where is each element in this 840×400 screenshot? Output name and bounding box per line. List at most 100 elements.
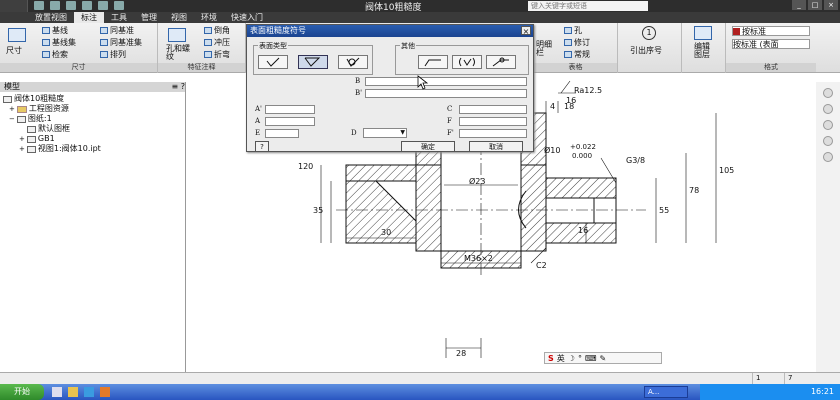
minimize-button[interactable]: _ — [792, 0, 806, 10]
save-icon[interactable] — [66, 1, 76, 10]
ordinate-button[interactable]: 同基准 — [100, 25, 134, 36]
dim-30: 30 — [381, 228, 391, 237]
help-button[interactable]: ? — [255, 141, 269, 152]
media-icon[interactable] — [100, 387, 110, 397]
tab-tools[interactable]: 工具 — [111, 13, 127, 22]
bend-button[interactable]: 折弯 — [204, 49, 230, 60]
surface-type-group: 表面类型 — [253, 41, 373, 75]
steering-wheel-icon[interactable] — [823, 88, 833, 98]
tab-annotate[interactable]: 标注 — [74, 12, 104, 23]
cancel-button[interactable]: 取消 — [469, 141, 523, 152]
folder-icon[interactable] — [68, 387, 78, 397]
retrieve-button[interactable]: 检索 — [42, 49, 68, 60]
tree-item-view1[interactable]: +视图1:阀体10.ipt — [19, 144, 101, 153]
layer-dropdown[interactable]: 按标准 (表面 — [732, 39, 810, 49]
new-icon[interactable] — [34, 1, 44, 10]
field-c-input[interactable] — [459, 105, 527, 114]
expand-icon[interactable]: + — [19, 135, 25, 143]
dim-105: 105 — [719, 166, 734, 175]
model-browser-title[interactable]: 模型 — [4, 82, 20, 91]
ime-toolbar[interactable]: S 英 ☽ ° ⌨ ✎ — [544, 352, 662, 364]
leader-button[interactable] — [418, 55, 448, 69]
wrench-icon[interactable]: ✎ — [599, 353, 607, 363]
field-a-prime-label: A' — [255, 105, 262, 113]
chamfer-button[interactable]: 倒角 — [204, 25, 230, 36]
style-dropdown[interactable]: 按标准 — [732, 26, 810, 36]
collapse-icon[interactable]: − — [9, 115, 15, 123]
basic-surface-button[interactable] — [258, 55, 288, 69]
arrange-button[interactable]: 排列 — [100, 49, 126, 60]
orbit-icon[interactable] — [823, 136, 833, 146]
window-title: 阀体10粗糙度 — [365, 3, 422, 13]
edit-layers-button[interactable]: 编辑图层 — [694, 42, 710, 59]
hole-table-button[interactable]: 孔 — [564, 25, 582, 36]
tab-view[interactable]: 视图 — [171, 13, 187, 22]
dimension-icon[interactable] — [8, 28, 26, 42]
field-a-prime-input[interactable] — [265, 105, 315, 114]
browser-icon[interactable] — [84, 387, 94, 397]
clock[interactable]: 16:21 — [810, 387, 834, 396]
tab-place-views[interactable]: 放置视图 — [35, 13, 67, 22]
ordinate-set-button[interactable]: 同基准集 — [100, 37, 142, 48]
keyboard-icon[interactable]: ⌨ — [584, 353, 597, 363]
parts-list-button[interactable]: 明细栏 — [536, 40, 552, 57]
dim-55: 55 — [659, 206, 669, 215]
taskbar: 开始 A... 16:21 — [0, 384, 840, 400]
punch-button[interactable]: 冲压 — [204, 37, 230, 48]
help-search-input[interactable]: 键入关键字或短语 — [528, 1, 648, 11]
close-button[interactable]: × — [824, 0, 838, 10]
field-e-input[interactable] — [265, 129, 299, 138]
zoom-icon[interactable] — [823, 120, 833, 130]
ribbon-group-label: 表格 — [534, 63, 617, 72]
redo-icon[interactable] — [98, 1, 108, 10]
tab-environments[interactable]: 环境 — [201, 13, 217, 22]
pan-icon[interactable] — [823, 104, 833, 114]
baseline-set-button[interactable]: 基线集 — [42, 37, 76, 48]
tab-manage[interactable]: 管理 — [141, 13, 157, 22]
dimension-button[interactable]: 尺寸 — [6, 46, 22, 55]
baseline-button[interactable]: 基线 — [42, 25, 68, 36]
field-b-input[interactable] — [365, 77, 527, 86]
general-table-icon — [564, 51, 572, 58]
balloon-button[interactable]: 引出序号 — [630, 46, 662, 55]
hole-thread-icon[interactable] — [168, 28, 186, 42]
all-around-icon — [459, 57, 475, 67]
tree-item-titleblock[interactable]: +GB1 — [19, 134, 55, 143]
material-removal-prohibited-button[interactable] — [338, 55, 368, 69]
maximize-button[interactable]: □ — [808, 0, 822, 10]
browser-menu-icon[interactable]: ≡ ? — [171, 82, 186, 91]
tab-get-started[interactable]: 快速入门 — [231, 13, 263, 22]
all-around-button[interactable] — [452, 55, 482, 69]
revision-table-button[interactable]: 修订 — [564, 37, 590, 48]
material-removal-button[interactable] — [298, 55, 328, 69]
dim-tol-lower: 0.000 — [572, 152, 592, 160]
punctuation-icon[interactable]: ° — [577, 353, 582, 363]
open-icon[interactable] — [50, 1, 60, 10]
look-at-icon[interactable] — [823, 152, 833, 162]
field-d-select[interactable]: ▼ — [363, 128, 407, 138]
tree-item-resources[interactable]: +工程图资源 — [9, 104, 69, 113]
tree-item-document[interactable]: 阀体10粗糙度 — [3, 94, 185, 104]
field-a-input[interactable] — [265, 117, 315, 126]
dialog-close-button[interactable]: × — [521, 26, 531, 36]
balloon-icon[interactable]: 1 — [642, 26, 656, 40]
print-icon[interactable] — [114, 1, 124, 10]
field-b-prime-input[interactable] — [365, 89, 527, 98]
moon-icon[interactable]: ☽ — [567, 353, 575, 363]
field-f-prime-input[interactable] — [459, 129, 527, 138]
ok-button[interactable]: 确定 — [401, 141, 455, 152]
general-table-button[interactable]: 常规 — [564, 49, 590, 60]
field-f-input[interactable] — [459, 117, 527, 126]
hole-thread-button[interactable]: 孔和螺纹 — [166, 44, 190, 61]
tree-item-sheet[interactable]: −图纸:1 — [9, 114, 52, 123]
edit-layers-icon[interactable] — [694, 26, 712, 40]
start-button[interactable]: 开始 — [0, 384, 44, 400]
expand-icon[interactable]: + — [19, 145, 25, 153]
tree-item-border[interactable]: 默认图框 — [3, 124, 185, 134]
tail-button[interactable] — [486, 55, 516, 69]
taskbar-item-inventor[interactable]: A... — [644, 386, 688, 398]
expand-icon[interactable]: + — [9, 105, 15, 113]
undo-icon[interactable] — [82, 1, 92, 10]
ime-language[interactable]: 英 — [556, 353, 565, 363]
app-icon[interactable] — [52, 387, 62, 397]
